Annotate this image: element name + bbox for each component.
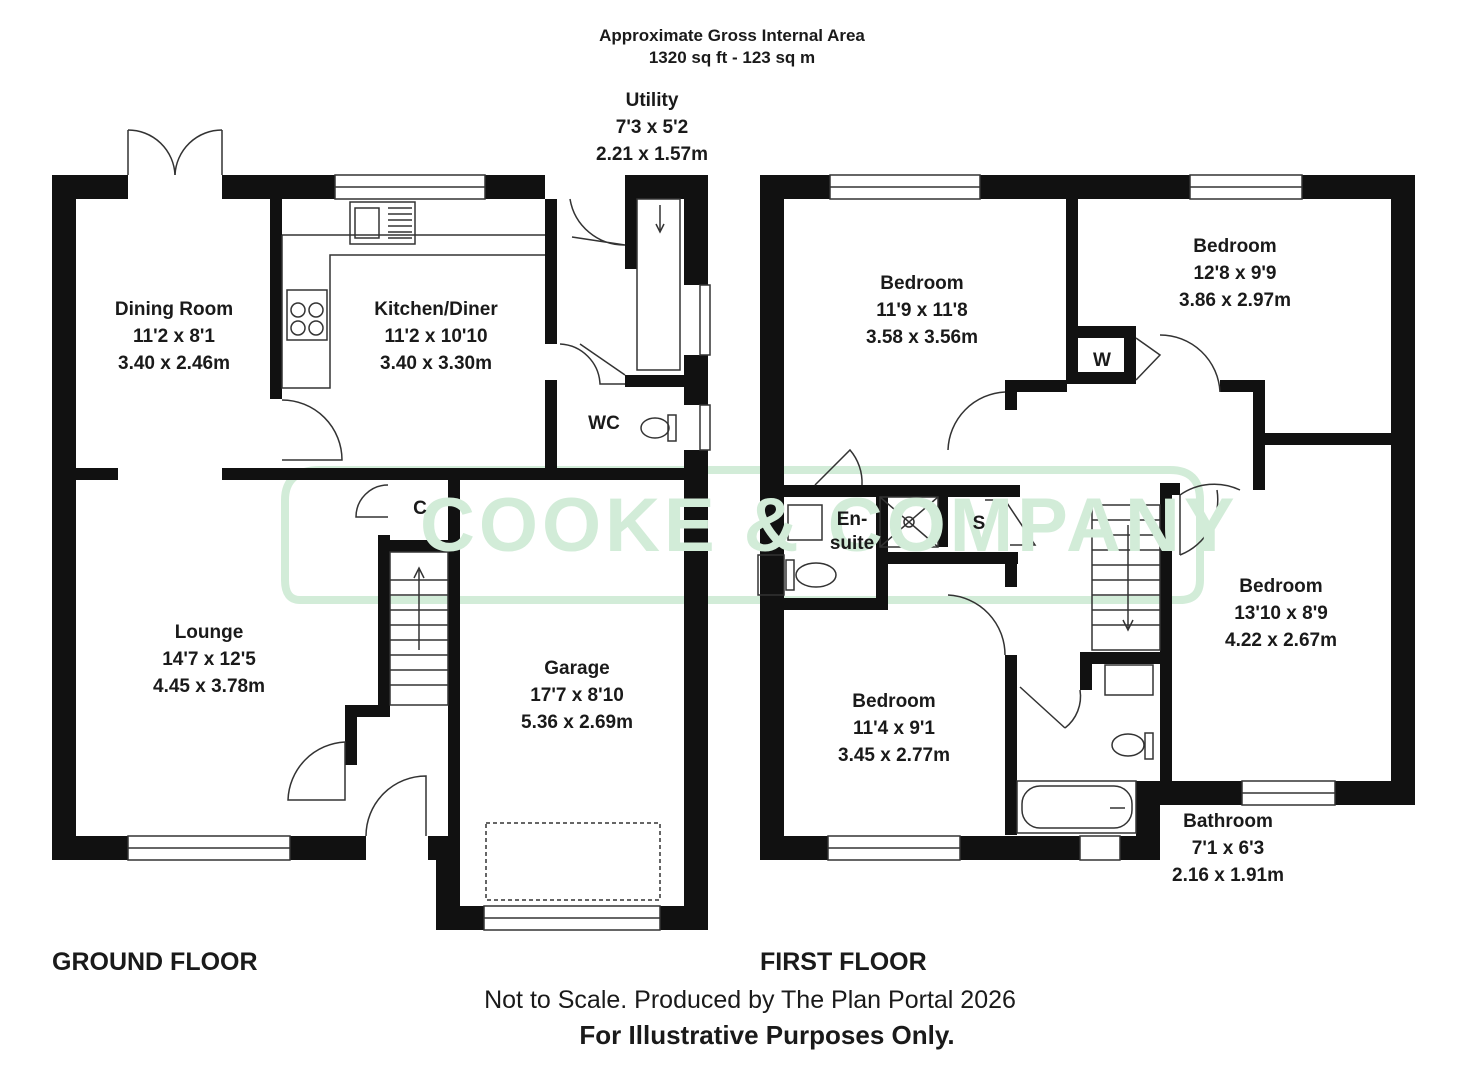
room-name: Bedroom	[1239, 576, 1323, 597]
room-metric: 4.22 x 2.67m	[1225, 630, 1337, 651]
first-floor-title: FIRST FLOOR	[760, 948, 927, 976]
room-name: Kitchen/Diner	[374, 299, 498, 320]
room-kitchen: Kitchen/Diner 11'2 x 10'10 3.40 x 3.30m	[374, 296, 498, 377]
room-name: WC	[588, 413, 620, 434]
room-name: S	[972, 513, 986, 534]
gross-area-title: Approximate Gross Internal Area	[599, 26, 865, 45]
room-imperial: 11'4 x 9'1	[853, 718, 935, 739]
room-imperial: 12'8 x 9'9	[1193, 263, 1277, 284]
first-floor-details	[757, 174, 1336, 861]
room-metric: 2.16 x 1.91m	[1172, 865, 1284, 886]
room-bathroom: Bathroom 7'1 x 6'3 2.16 x 1.91m	[1172, 808, 1284, 889]
room-cupboard: C	[413, 495, 427, 522]
room-imperial: 17'7 x 8'10	[530, 685, 624, 706]
room-metric: 4.45 x 3.78m	[153, 676, 265, 697]
room-name: W	[1093, 350, 1111, 371]
room-metric: 3.86 x 2.97m	[1179, 290, 1291, 311]
room-name: Dining Room	[114, 299, 234, 320]
room-imperial: 7'3 x 5'2	[615, 117, 689, 138]
room-name: Utility	[625, 90, 679, 111]
room-metric: 3.40 x 3.30m	[380, 353, 492, 374]
room-name: Garage	[544, 658, 610, 679]
room-imperial: 11'9 x 11'8	[876, 300, 968, 321]
ground-floor-details	[127, 129, 711, 931]
ground-floor-walls	[52, 175, 708, 930]
room-bedroom-4: Bedroom 11'4 x 9'1 3.45 x 2.77m	[838, 688, 950, 769]
room-dining: Dining Room 11'2 x 8'1 3.40 x 2.46m	[115, 296, 233, 377]
room-utility: Utility 7'3 x 5'2 2.21 x 1.57m	[596, 87, 708, 168]
room-name: Bedroom	[880, 273, 964, 294]
footer-note: Not to Scale. Produced by The Plan Porta…	[484, 986, 1016, 1014]
watermark-frame	[281, 466, 1204, 604]
room-metric: 2.21 x 1.57m	[596, 144, 708, 165]
room-name-line1: En-	[836, 509, 868, 530]
room-name: Bedroom	[852, 691, 936, 712]
room-name: Lounge	[174, 622, 244, 643]
ground-floor-title: GROUND FLOOR	[52, 948, 258, 976]
room-wardrobe: W	[1093, 347, 1111, 374]
room-lounge: Lounge 14'7 x 12'5 4.45 x 3.78m	[153, 619, 265, 700]
first-floor-walls	[760, 175, 1415, 860]
gross-area-value: 1320 sq ft - 123 sq m	[648, 48, 816, 67]
room-metric: 3.40 x 2.46m	[118, 353, 230, 374]
room-metric: 3.58 x 3.56m	[866, 327, 978, 348]
footer-disclaimer: For Illustrative Purposes Only.	[579, 1020, 955, 1050]
room-bedroom-3: Bedroom 13'10 x 8'9 4.22 x 2.67m	[1225, 573, 1337, 654]
room-name-line2: suite	[829, 533, 875, 554]
room-name: Bathroom	[1183, 811, 1273, 832]
room-imperial: 11'2 x 8'1	[133, 326, 215, 347]
watermark-text: COOKE & COMPANY	[420, 483, 1239, 568]
room-name: C	[413, 498, 427, 519]
room-name: Bedroom	[1193, 236, 1277, 257]
room-imperial: 13'10 x 8'9	[1234, 603, 1328, 624]
room-imperial: 7'1 x 6'3	[1191, 838, 1265, 859]
room-imperial: 11'2 x 10'10	[384, 326, 488, 347]
room-metric: 3.45 x 2.77m	[838, 745, 950, 766]
room-bedroom-1: Bedroom 11'9 x 11'8 3.58 x 3.56m	[866, 270, 978, 351]
room-bedroom-2: Bedroom 12'8 x 9'9 3.86 x 2.97m	[1179, 233, 1291, 314]
room-garage: Garage 17'7 x 8'10 5.36 x 2.69m	[521, 655, 633, 736]
room-imperial: 14'7 x 12'5	[162, 649, 256, 670]
gross-area-header: Approximate Gross Internal Area 1320 sq …	[599, 25, 865, 69]
room-wc: WC	[588, 410, 620, 437]
room-store: S	[973, 510, 986, 537]
room-metric: 5.36 x 2.69m	[521, 712, 633, 733]
room-ensuite: En- suite	[830, 508, 874, 556]
